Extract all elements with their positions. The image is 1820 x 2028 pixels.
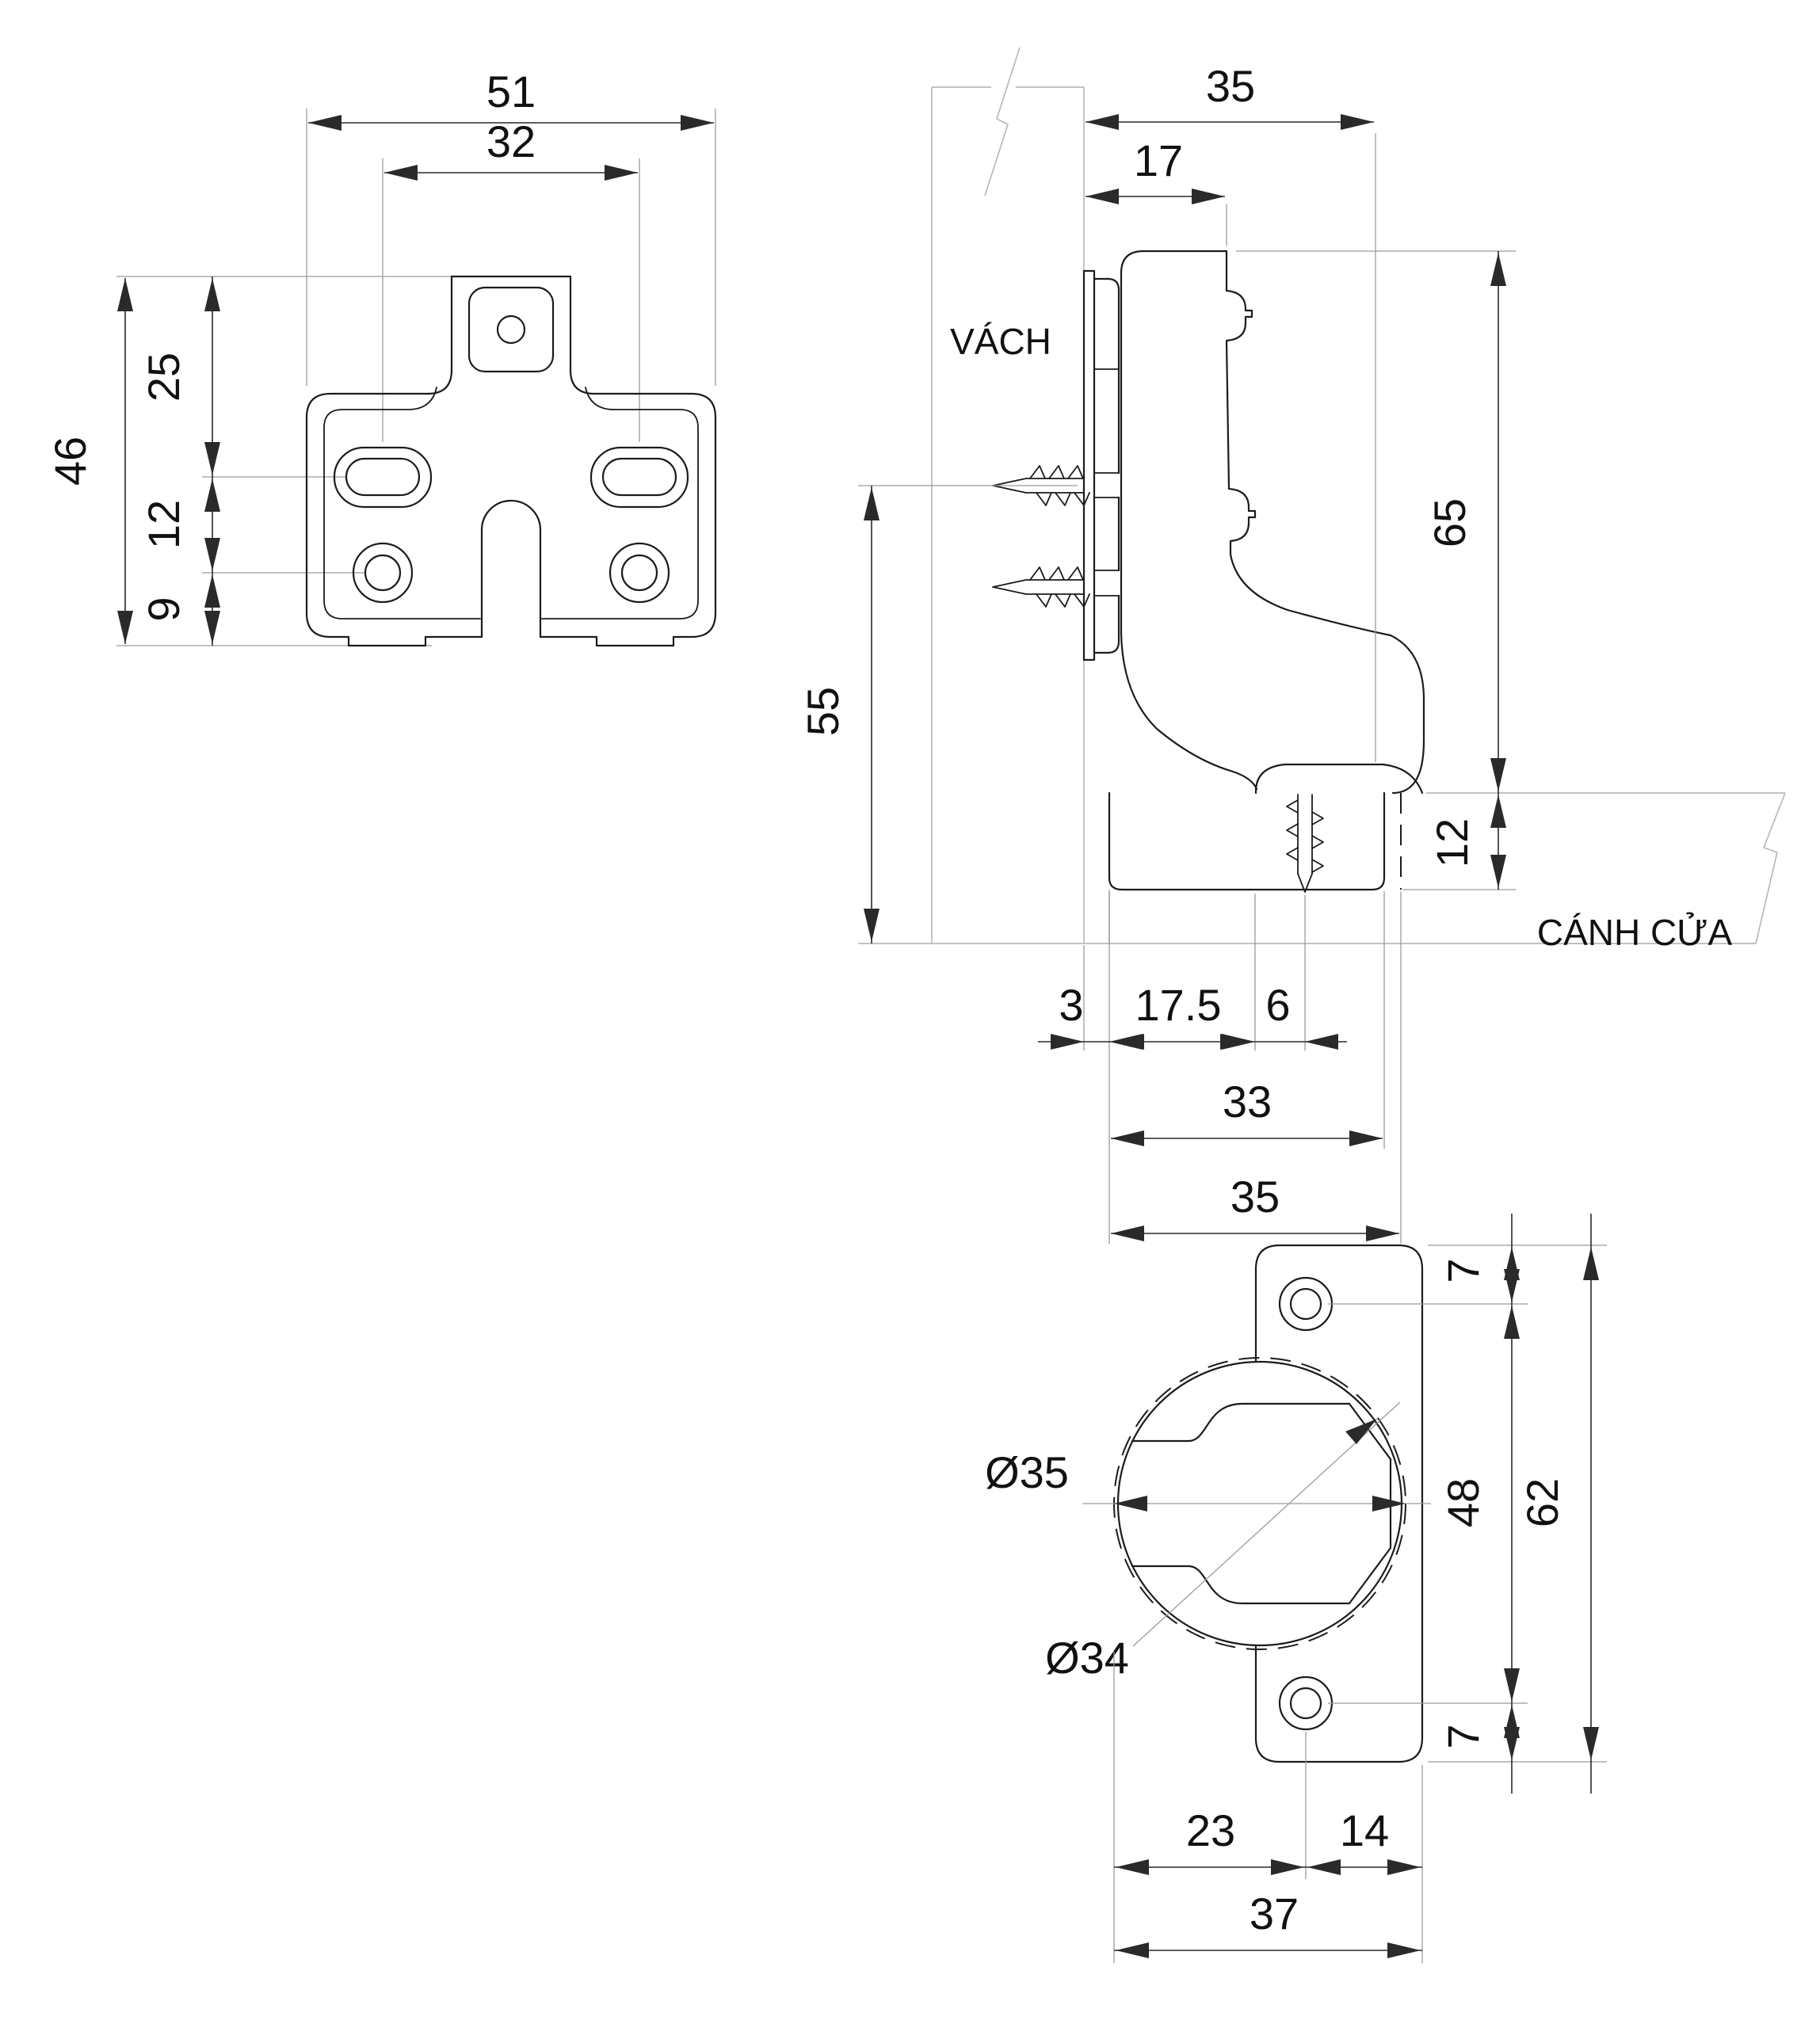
plate-top-tab [467, 286, 555, 373]
door-panel: CÁNH CỬA VÁCH [858, 321, 1786, 953]
plate-extension-lines [116, 109, 716, 646]
dim-label-7-bottom: 7 [1438, 1724, 1488, 1748]
dim-label-35-top: 35 [1206, 61, 1255, 111]
hinge-arm [1120, 250, 1425, 795]
cup-extension-lines [1113, 1245, 1607, 1963]
dim-side-cup-depth: 12 [1427, 795, 1506, 888]
dim-label-55: 55 [798, 687, 848, 736]
cup-diameter-annotations: Ø35 Ø34 [985, 1401, 1431, 1683]
dim-label-14: 14 [1340, 1805, 1389, 1855]
wall-break-mark [984, 47, 1021, 196]
wall-screw-lower [992, 566, 1090, 608]
dim-label-33: 33 [1223, 1077, 1272, 1126]
dim-label-37: 37 [1250, 1889, 1299, 1938]
hinge-cap [1254, 763, 1424, 795]
dim-label-12: 12 [139, 500, 189, 549]
plate-cross-section [1082, 269, 1120, 661]
dim-plate-25-12-9: 25 12 9 [139, 276, 220, 646]
dim-label-25: 25 [139, 353, 189, 402]
wall-label: VÁCH [950, 321, 1051, 362]
hinge-cup-section [1108, 791, 1402, 891]
view-mounting-plate: 51 32 46 25 12 9 [45, 67, 717, 647]
plate-outline [305, 275, 717, 647]
dim-plate-height: 46 [45, 278, 133, 644]
wall-screw-upper [992, 465, 1090, 506]
plate-tab-hole [496, 314, 526, 345]
dim-side-3-175-6: 3 17.5 6 [1038, 980, 1347, 1050]
dim-label-32: 32 [486, 116, 536, 166]
plate-slot-right [589, 446, 689, 509]
dim-side-plate-depth: 17 [1086, 135, 1225, 204]
dim-side-screw-to-door: 55 [798, 486, 879, 943]
dim-label-d35: Ø35 [985, 1447, 1069, 1497]
dim-label-3: 3 [1059, 980, 1083, 1030]
door-label: CÁNH CỬA [1537, 912, 1733, 953]
dim-label-7-top: 7 [1438, 1258, 1488, 1283]
view-cup-flange: Ø35 Ø34 7 48 7 [985, 1214, 1607, 1963]
door-break-mark [1755, 792, 1786, 944]
dim-label-65: 65 [1425, 498, 1475, 547]
dim-side-overhang: 35 [1086, 61, 1374, 130]
dim-plate-slot-span: 32 [384, 116, 638, 181]
dim-cup-7-48-7: 7 48 7 [1438, 1214, 1520, 1794]
view-side-section: CÁNH CỬA VÁCH [798, 47, 1786, 1244]
plate-inner-step-right [541, 387, 699, 619]
side-extension-lines [858, 133, 1516, 1244]
dim-label-51: 51 [486, 67, 536, 116]
flange-hole-top [1278, 1276, 1334, 1332]
wall-panel [931, 47, 1085, 943]
plate-hole-left [352, 542, 414, 604]
dim-label-17-5: 17.5 [1135, 980, 1222, 1030]
dim-side-cup-flange: 35 [1111, 1172, 1399, 1241]
dim-side-arm-height: 65 [1425, 251, 1506, 890]
dim-label-35-bottom: 35 [1231, 1172, 1280, 1222]
dim-label-23: 23 [1186, 1805, 1235, 1855]
dim-side-cup-body: 33 [1111, 1077, 1383, 1146]
dim-cup-flange-width: 37 [1114, 1889, 1422, 1958]
dim-label-62: 62 [1517, 1478, 1567, 1527]
dim-label-9: 9 [139, 597, 189, 621]
dim-label-12-side: 12 [1427, 818, 1477, 867]
dim-label-6: 6 [1265, 980, 1290, 1030]
plate-hole-right [609, 542, 670, 604]
plate-inner-step-left [323, 387, 481, 619]
dim-label-46: 46 [45, 436, 95, 486]
cup-screw [1286, 794, 1324, 893]
dim-cup-23-14: 23 14 [1114, 1805, 1422, 1875]
dim-label-17: 17 [1134, 135, 1183, 185]
flange-hole-bottom [1278, 1675, 1334, 1731]
dim-plate-width: 51 [308, 67, 714, 131]
dim-cup-flange-height: 62 [1517, 1214, 1599, 1794]
plate-slot-left [333, 446, 433, 509]
dim-label-48: 48 [1438, 1478, 1488, 1527]
dim-label-d34: Ø34 [1045, 1633, 1129, 1683]
